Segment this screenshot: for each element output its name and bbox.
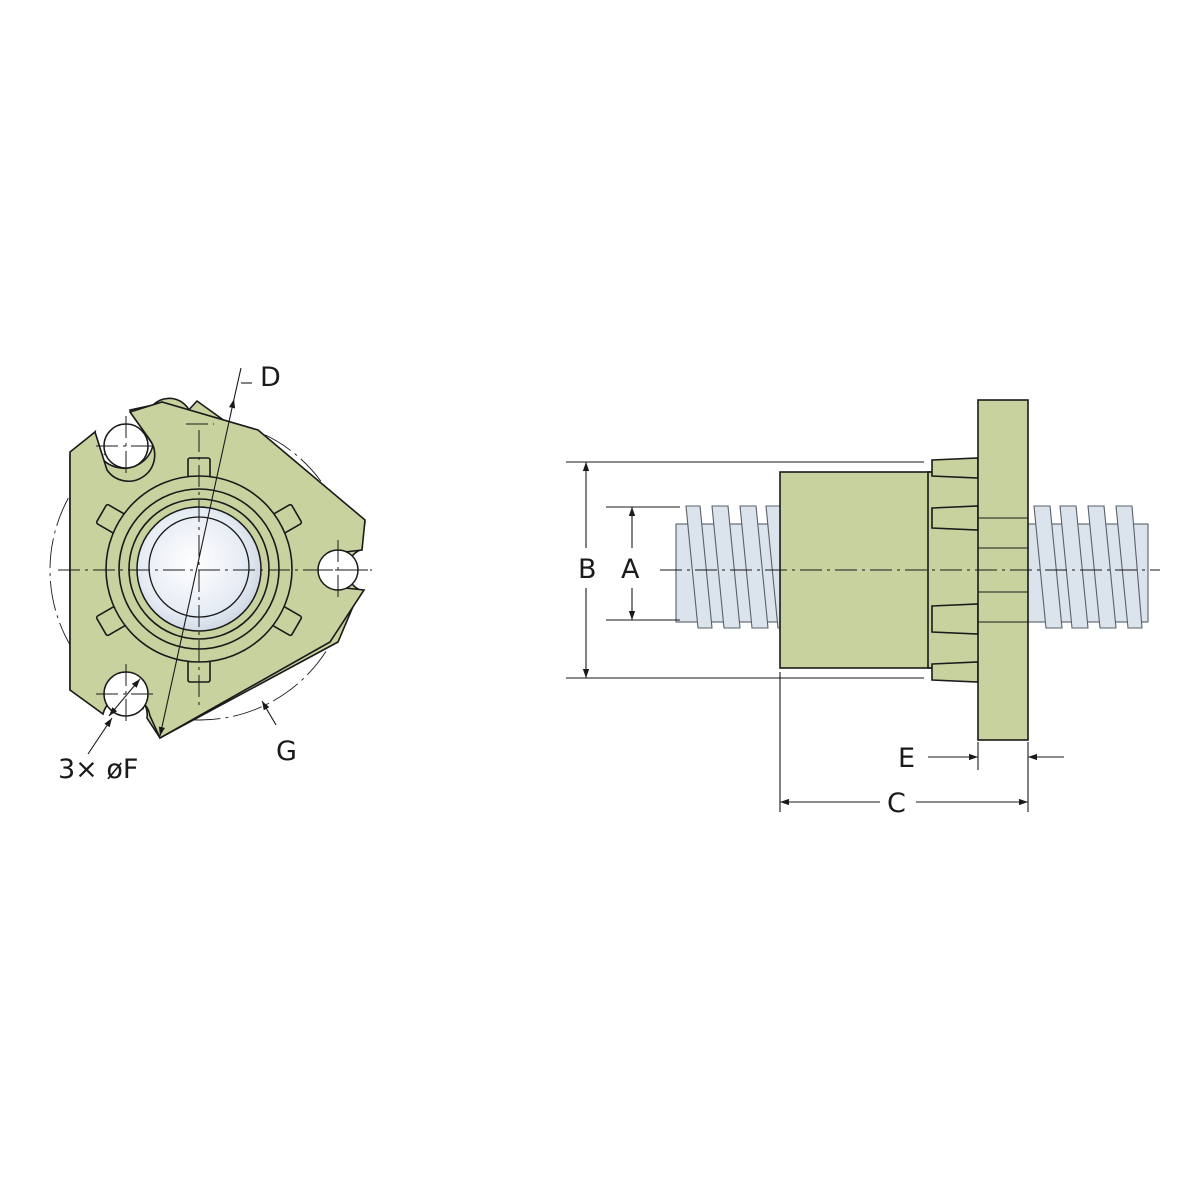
leader-f: [87, 717, 113, 755]
label-b: B: [578, 554, 597, 585]
front-view: D 3× øF G: [49, 362, 372, 785]
label-c: C: [887, 788, 906, 819]
label-g: G: [276, 736, 297, 767]
side-view: B A E C: [566, 399, 1160, 820]
screw-left: [675, 505, 791, 629]
label-e: E: [898, 743, 915, 774]
label-d: D: [260, 362, 281, 393]
label-a: A: [621, 554, 640, 585]
leader-g: [261, 700, 277, 726]
dim-f-line: [108, 678, 141, 717]
dim-d-line: [158, 398, 236, 737]
label-holes: 3× øF: [58, 754, 138, 785]
screw-right: [1027, 505, 1149, 629]
